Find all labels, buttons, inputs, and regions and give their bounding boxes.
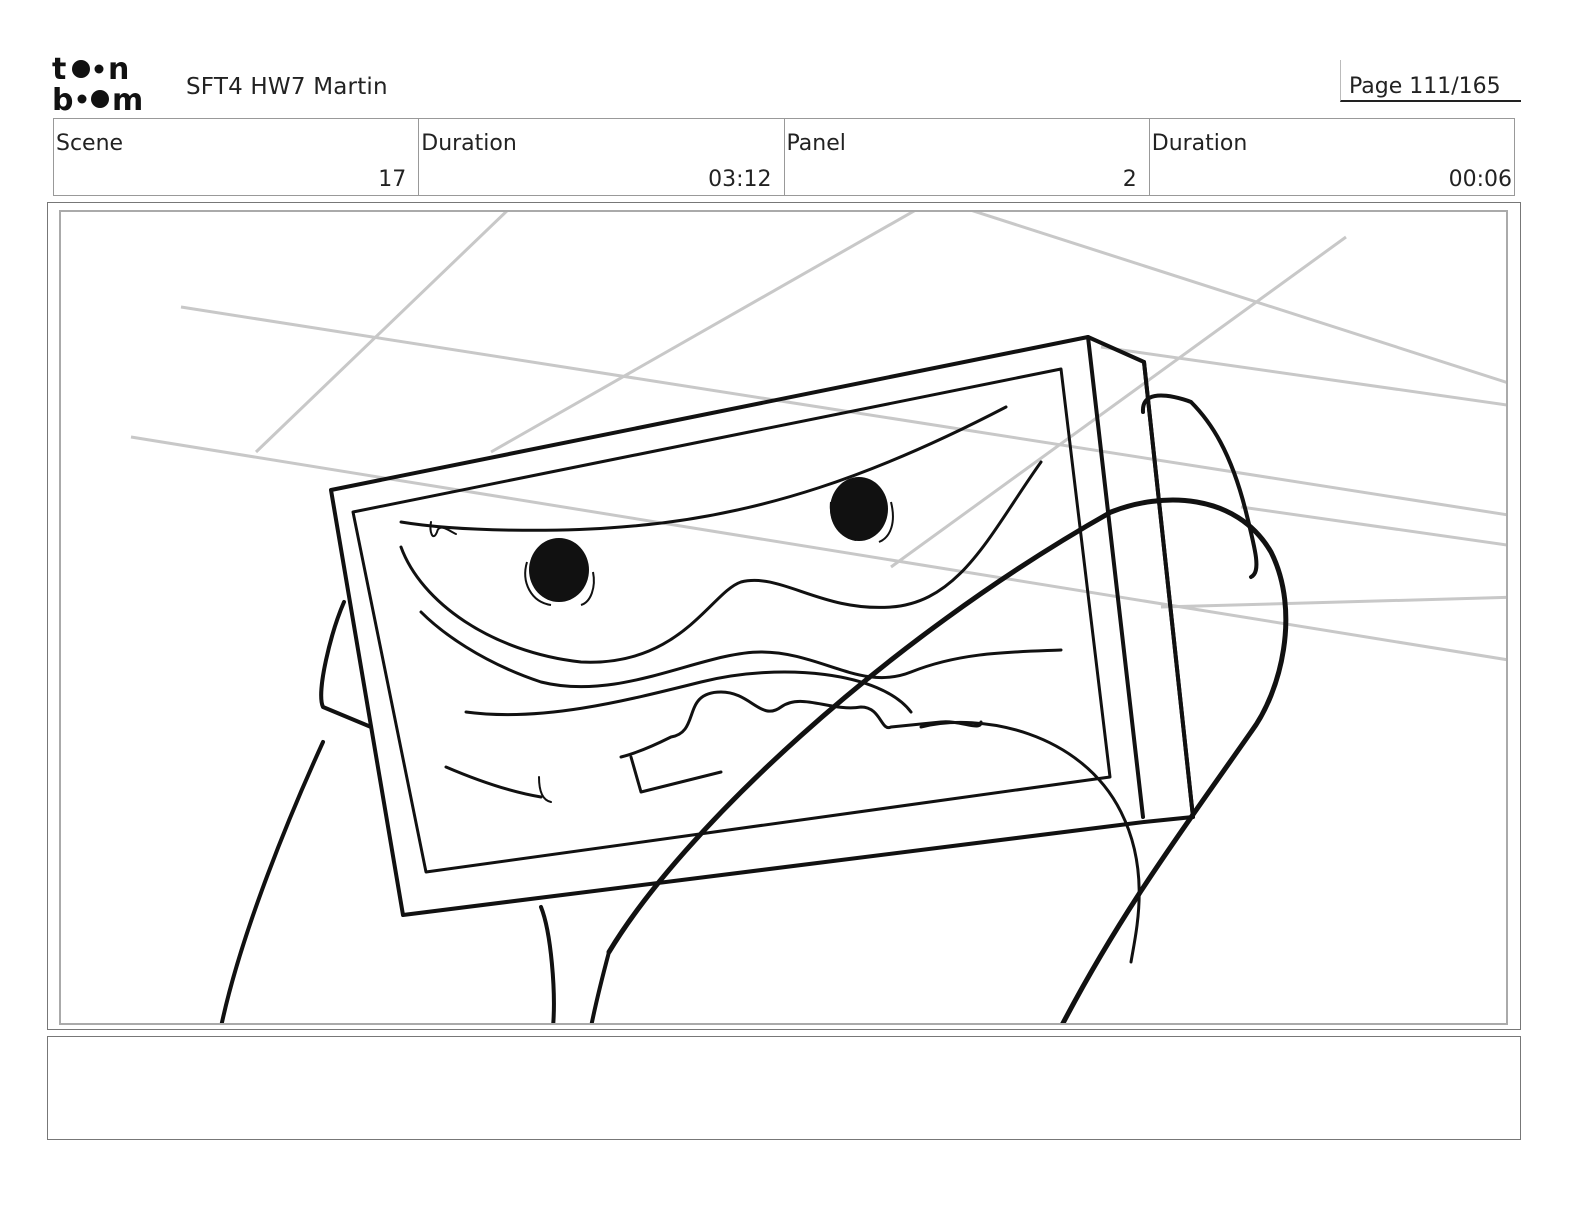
storyboard-panel-image xyxy=(59,210,1508,1025)
svg-text:m: m xyxy=(112,83,143,114)
toon-boom-logo-icon: t n b m xyxy=(52,52,143,118)
panel-duration-value: 00:06 xyxy=(1448,167,1512,192)
svg-text:b: b xyxy=(52,83,73,114)
svg-text:t: t xyxy=(52,52,66,87)
panel-value: 2 xyxy=(1122,167,1137,192)
character-sketch xyxy=(219,335,1289,1023)
sketch-drawing xyxy=(130,212,1506,1023)
eyes xyxy=(529,477,888,602)
panel-duration-cell: Duration 00:06 xyxy=(1150,119,1514,195)
project-title: SFT4 HW7 Martin xyxy=(186,74,388,100)
scene-info-table: Scene 17 Duration 03:12 Panel 2 Duration… xyxy=(53,118,1515,196)
panel-cell: Panel 2 xyxy=(785,119,1150,195)
svg-text:n: n xyxy=(108,52,129,87)
storyboard-panel-frame xyxy=(47,202,1521,1030)
panel-notes-box xyxy=(47,1036,1521,1140)
scene-label: Scene xyxy=(56,131,124,156)
panel-duration-label: Duration xyxy=(1151,131,1248,156)
perspective-guide-lines xyxy=(130,212,1506,662)
page-number-box: Page 111/165 xyxy=(1340,60,1521,102)
scene-duration-value: 03:12 xyxy=(708,167,772,192)
panel-label: Panel xyxy=(786,131,846,156)
scene-value: 17 xyxy=(378,167,407,192)
eye-outlines xyxy=(524,501,894,606)
scene-cell: Scene 17 xyxy=(54,119,420,195)
scene-duration-label: Duration xyxy=(421,131,517,156)
page-number: Page 111/165 xyxy=(1349,74,1501,99)
scene-duration-cell: Duration 03:12 xyxy=(419,119,785,195)
toon-boom-logo: t n b m xyxy=(52,52,162,118)
